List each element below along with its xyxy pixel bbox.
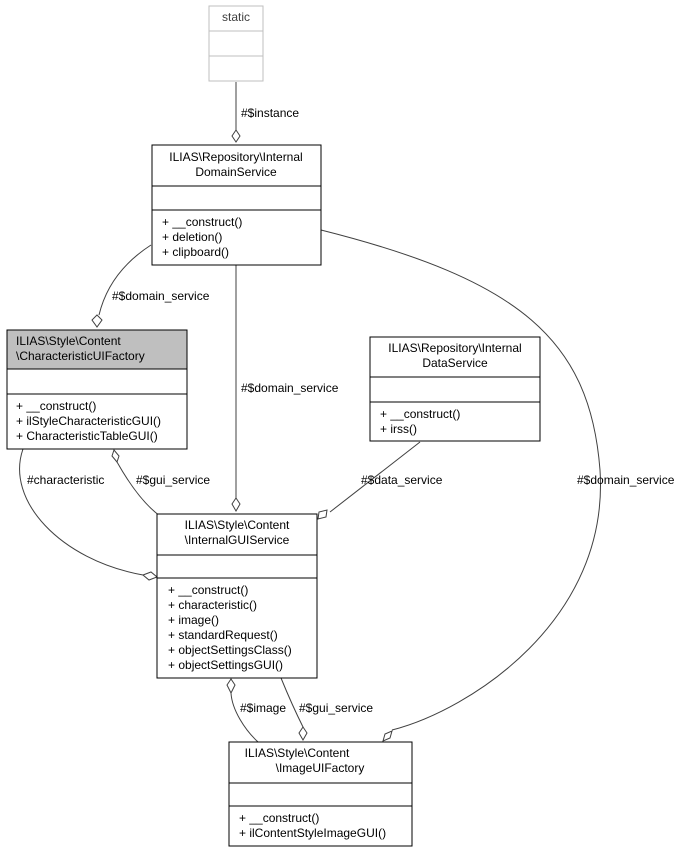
node-domain-service-title-2: DomainService	[195, 165, 277, 179]
label-image-gui-service: #$gui_service	[299, 701, 373, 715]
node-gui-service-title-2: \InternalGUIService	[185, 533, 290, 547]
node-data-service-method: + irss()	[380, 422, 417, 436]
node-characteristic-factory-title-2: \CharacteristicUIFactory	[16, 349, 145, 363]
node-image-factory-title-2: \ImageUIFactory	[276, 761, 365, 775]
edge-domain-to-char-diamond	[91, 314, 103, 328]
edge-domain-to-char	[98, 244, 152, 316]
node-gui-service-method: + objectSettingsGUI()	[168, 658, 283, 672]
label-domain-to-image: #$domain_service	[577, 473, 675, 487]
node-domain-service: ILIAS\Repository\Internal DomainService …	[151, 144, 322, 266]
edge-char-characteristic	[19, 448, 144, 576]
node-domain-service-method: + __construct()	[162, 215, 242, 229]
edge-image-gui-service-diamond	[298, 726, 308, 742]
node-characteristic-factory-method: + ilStyleCharacteristicGUI()	[16, 414, 161, 428]
node-gui-service: ILIAS\Style\Content \InternalGUIService …	[156, 513, 318, 679]
label-char-characteristic: #characteristic	[27, 473, 104, 487]
node-characteristic-factory-method: + __construct()	[16, 399, 96, 413]
edge-domain-to-gui-diamond	[231, 497, 241, 513]
node-data-service-title-2: DataService	[422, 356, 488, 370]
node-characteristic-factory: ILIAS\Style\Content \CharacteristicUIFac…	[6, 329, 188, 450]
edge-image-image	[230, 692, 259, 743]
label-domain-to-char: #$domain_service	[112, 289, 210, 303]
node-static: static	[208, 5, 264, 82]
node-static-title: static	[222, 10, 250, 24]
edge-domain-to-image-diamond	[382, 730, 393, 742]
node-data-service: ILIAS\Repository\Internal DataService + …	[369, 336, 541, 442]
edge-data-to-gui	[329, 441, 421, 513]
node-image-factory-title-1: ILIAS\Style\Content	[245, 746, 350, 760]
edge-char-gui-service-diamond	[111, 448, 120, 464]
node-characteristic-factory-method: + CharacteristicTableGUI()	[16, 429, 158, 443]
edge-char-characteristic-diamond	[142, 571, 158, 581]
node-image-factory-method: + __construct()	[239, 811, 319, 825]
node-gui-service-method: + objectSettingsClass()	[168, 643, 292, 657]
node-domain-service-title-1: ILIAS\Repository\Internal	[169, 150, 302, 164]
edge-image-image-diamond	[226, 678, 236, 695]
node-gui-service-method: + image()	[168, 613, 219, 627]
node-image-factory: ILIAS\Style\Content \ImageUIFactory + __…	[228, 741, 413, 847]
label-image-image: #$image	[240, 701, 286, 715]
node-gui-service-method: + characteristic()	[168, 598, 257, 612]
label-domain-to-gui: #$domain_service	[241, 381, 339, 395]
edge-image-gui-service	[280, 677, 304, 728]
edge-data-to-gui-diamond	[317, 509, 328, 520]
node-data-service-title-1: ILIAS\Repository\Internal	[388, 341, 521, 355]
node-gui-service-title-1: ILIAS\Style\Content	[185, 518, 290, 532]
node-gui-service-method: + standardRequest()	[168, 628, 278, 642]
edge-instance-diamond	[231, 129, 241, 143]
node-image-factory-method: + ilContentStyleImageGUI()	[239, 826, 386, 840]
label-char-gui-service: #$gui_service	[136, 473, 210, 487]
node-characteristic-factory-title-1: ILIAS\Style\Content	[16, 334, 121, 348]
node-domain-service-method: + deletion()	[162, 230, 222, 244]
node-gui-service-method: + __construct()	[168, 583, 248, 597]
label-data-to-gui: #$data_service	[361, 473, 443, 487]
edge-domain-to-image	[320, 229, 601, 731]
edge-char-gui-service	[116, 461, 161, 517]
label-instance: #$instance	[241, 106, 299, 120]
node-domain-service-method: + clipboard()	[162, 245, 229, 259]
node-data-service-method: + __construct()	[380, 407, 460, 421]
